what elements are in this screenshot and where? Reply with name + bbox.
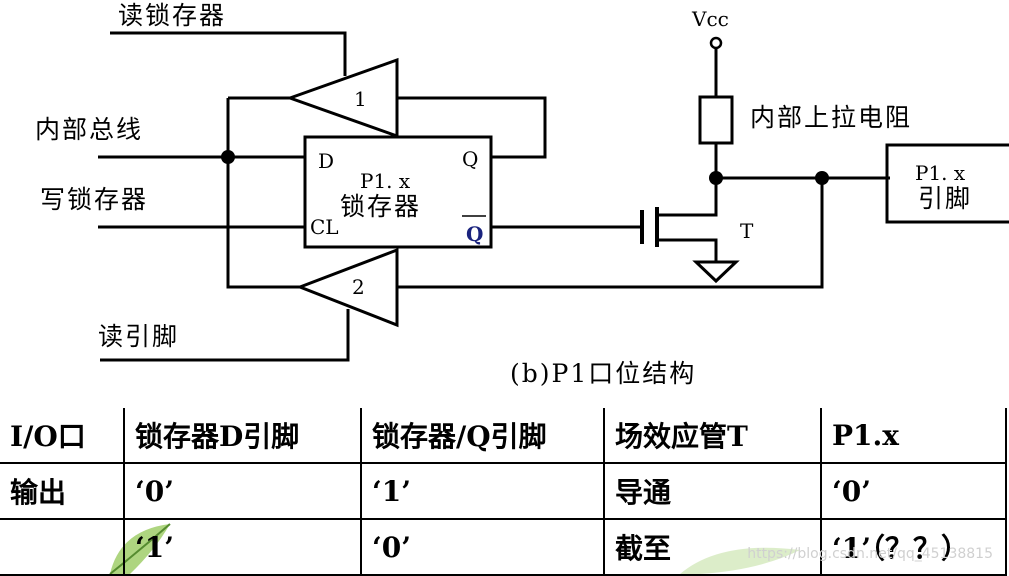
pullup-resistor	[698, 95, 734, 145]
header-io-port: I/O口	[0, 408, 125, 464]
row1-qbar: ‘1’	[360, 462, 605, 520]
row1-d: ‘0’	[123, 462, 362, 520]
latch-q-pin: Q	[462, 147, 478, 171]
transistor-label: T	[740, 219, 754, 243]
header-fet: 场效应管T	[603, 408, 822, 464]
buffer-1-label: 1	[354, 87, 367, 111]
buffer-2	[295, 247, 399, 328]
latch-box	[303, 135, 493, 249]
bus-junction-dot	[221, 150, 235, 164]
row2-pin: ‘1’（？？）	[820, 518, 1007, 576]
buffer-2-label: 2	[352, 275, 365, 299]
internal-bus-label: 内部总线	[35, 115, 143, 144]
drain-junction-dot	[709, 171, 723, 185]
header-latch-d: 锁存器D引脚	[123, 408, 362, 464]
row1-io: 输出	[0, 462, 125, 520]
truth-table: I/O口 锁存器D引脚 锁存器/Q引脚 场效应管T P1.x 输出 ‘0’ ‘1…	[0, 408, 1007, 576]
row2-qbar: ‘0’	[360, 518, 605, 576]
row2-io	[0, 518, 125, 576]
latch-name: P1. x	[360, 169, 411, 193]
pullup-label: 内部上拉电阻	[750, 103, 912, 132]
read-pin-label: 读引脚	[98, 322, 179, 351]
row1-pin: ‘0’	[820, 462, 1007, 520]
pin-readback-wire	[397, 178, 824, 289]
row1-fet: 导通	[603, 462, 822, 520]
pin-box-line2: 引脚	[918, 184, 972, 213]
read-latch-label: 读锁存器	[118, 1, 226, 30]
figure-caption: (b)P1口位结构	[510, 359, 696, 388]
pin-box	[885, 143, 1009, 224]
latch-d-pin: D	[318, 149, 334, 173]
latch-cl-pin: CL	[310, 215, 339, 239]
q-feedback-wire	[397, 96, 547, 159]
write-latch-label: 写锁存器	[40, 185, 148, 214]
read-latch-wire	[110, 31, 347, 76]
row2-d: ‘1’	[123, 518, 362, 576]
p1-port-structure-diagram: 读锁存器 1 内部总线 写锁存器 D Q P1. x 锁存器 CL Q T Vc…	[35, 1, 1009, 388]
vcc-label: Vcc	[691, 7, 729, 31]
transistor-drain-source	[657, 178, 718, 262]
table-row: ‘1’ ‘0’ 截至 ‘1’（？？）	[0, 518, 1007, 576]
table-row: 输出 ‘0’ ‘1’ 导通 ‘0’	[0, 462, 1007, 520]
header-pin: P1.x	[820, 408, 1007, 464]
header-latch-qbar: 锁存器/Q引脚	[360, 408, 605, 464]
vcc-terminal	[709, 36, 723, 50]
table-header-row: I/O口 锁存器D引脚 锁存器/Q引脚 场效应管T P1.x	[0, 408, 1007, 464]
left-bus-vertical	[226, 96, 300, 289]
ground-symbol	[692, 260, 740, 284]
read-pin-wire	[100, 309, 350, 362]
pin-box-line1: P1. x	[915, 161, 966, 185]
latch-qbar-pin: Q	[466, 222, 483, 246]
row2-fet: 截至	[603, 518, 822, 576]
latch-label: 锁存器	[340, 192, 421, 221]
watermark: https://blog.csdn.net/qq_45138815	[747, 546, 993, 562]
